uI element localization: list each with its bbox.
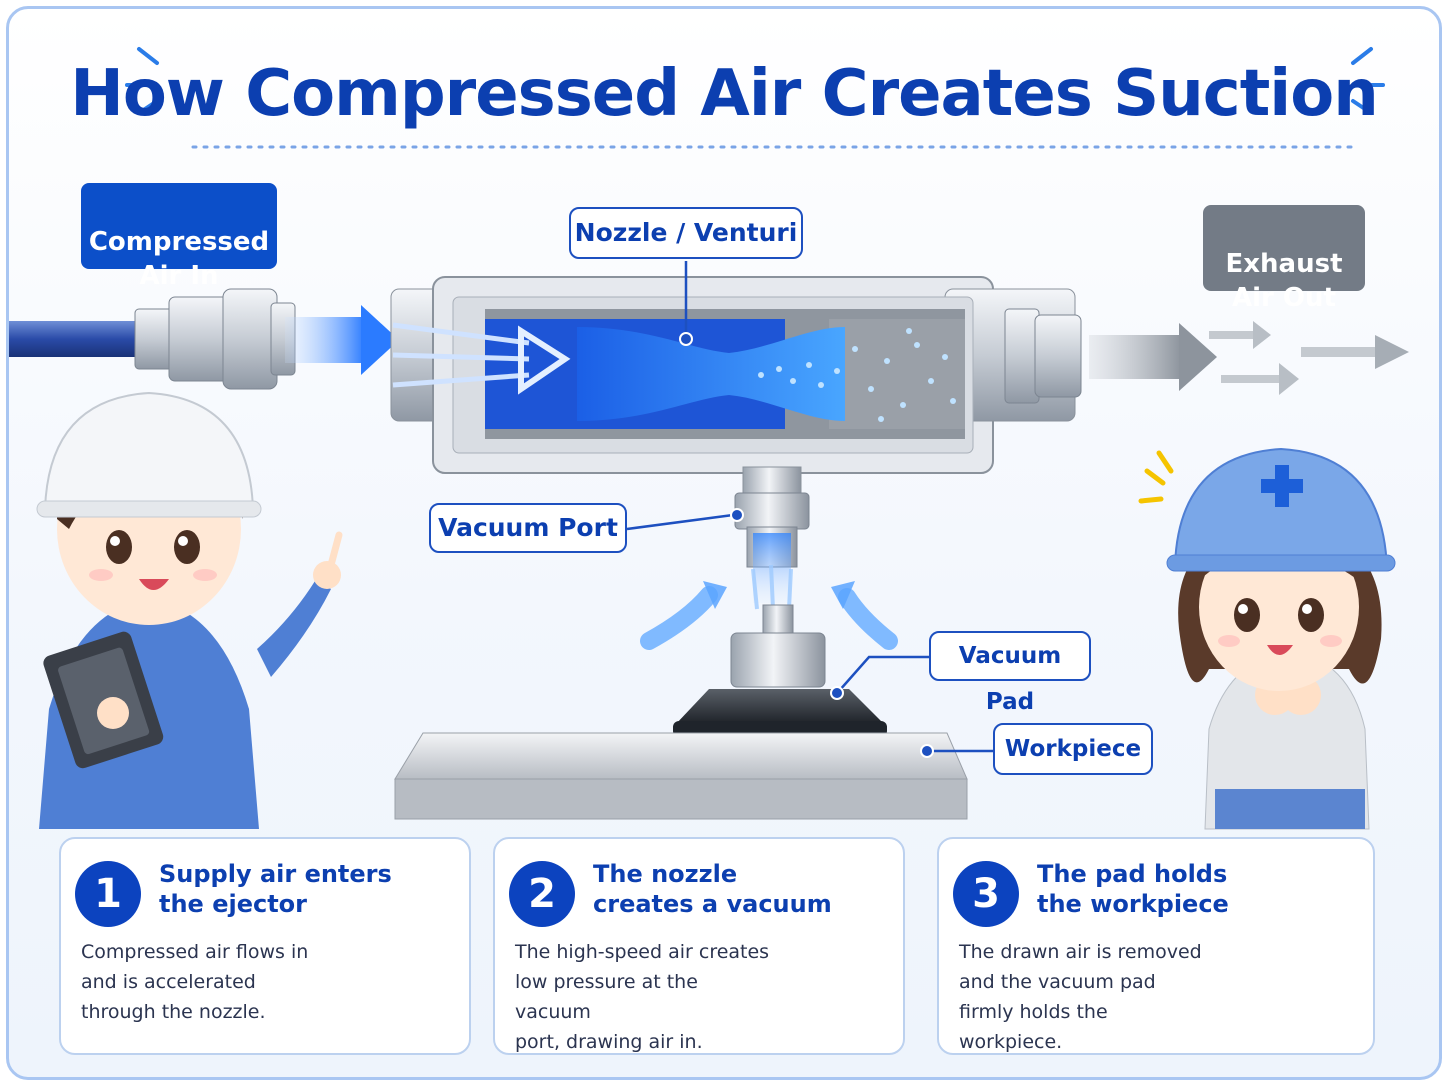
title-sparks: [125, 47, 1385, 115]
inlet-flow-arrow: [285, 305, 399, 375]
venturi-particles: [758, 328, 956, 422]
exhaust-arrows: [1089, 321, 1409, 395]
step-panel-2: 2 The nozzle creates a vacuum The high-s…: [493, 837, 905, 1055]
leader-lines: [626, 261, 993, 758]
engineer-boy-illustration: [36, 391, 343, 829]
engineer-girl-illustration: [1138, 447, 1396, 830]
exhaust-air-out-label: Exhaust Air Out: [1225, 249, 1343, 313]
suction-arrows: [640, 586, 898, 650]
step-title-3: The pad holds the workpiece: [1037, 860, 1229, 918]
page-title: How Compressed Air Creates Suction: [70, 57, 1379, 131]
inlet-fitting: [134, 288, 296, 390]
vacuum-pad: [673, 604, 887, 737]
step-body-3: The drawn air is removed and the vacuum …: [959, 941, 1202, 1053]
infographic-frame: How Compressed Air Creates Suction Compr…: [6, 6, 1442, 1080]
outlet-fitting: [1004, 308, 1082, 404]
step-title-2: The nozzle creates a vacuum: [593, 860, 832, 918]
ejector-diagram: [9, 47, 1409, 1039]
nozzle-venturi-callout: Nozzle / Venturi: [569, 207, 803, 259]
vacuum-port-callout: Vacuum Port: [429, 503, 627, 553]
step-body-1: Compressed air flows in and is accelerat…: [81, 941, 309, 1023]
workpiece-callout: Workpiece: [993, 723, 1153, 775]
step-number-2: 2: [509, 861, 575, 927]
step-body-2: The high-speed air creates low pressure …: [515, 941, 770, 1053]
vacuum-pad-callout: Vacuum Pad: [929, 631, 1091, 715]
step-number-1: 1: [75, 861, 141, 927]
inner-flow-arrow: [392, 322, 571, 395]
compressed-air-in-label: Compressed Air In: [88, 227, 270, 291]
step-number-3: 3: [953, 861, 1019, 927]
workpiece-plate: [394, 732, 968, 820]
step-panel-1: 1 Supply air enters the ejector Compress…: [59, 837, 471, 1055]
suction-lines: [751, 564, 793, 610]
supply-hose: [9, 321, 139, 357]
exhaust-air-out-badge: Exhaust Air Out: [1203, 205, 1365, 313]
compressed-air-in-badge: Compressed Air In: [81, 183, 277, 291]
step-title-1: Supply air enters the ejector: [159, 860, 392, 918]
step-panel-3: 3 The pad holds the workpiece The drawn …: [937, 837, 1375, 1055]
vacuum-port-stem: [734, 466, 810, 603]
venturi-nozzle: [577, 327, 845, 421]
